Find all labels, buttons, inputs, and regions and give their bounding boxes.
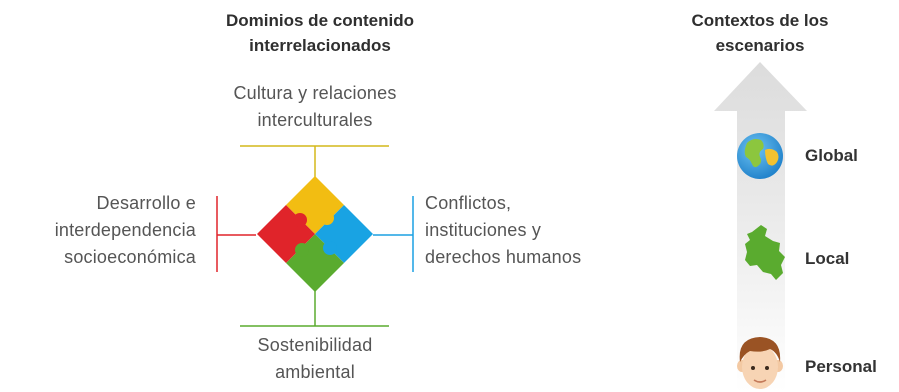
- right-heading-line1: Contextos de los: [691, 11, 829, 30]
- domain-right-line3: derechos humanos: [425, 247, 582, 267]
- left-heading: Dominios de contenido interrelacionados: [175, 8, 465, 58]
- domain-left-line3: socioeconómica: [64, 247, 196, 267]
- domain-top-line1: Cultura y relaciones: [233, 83, 397, 103]
- globe-icon: [737, 133, 783, 179]
- country-map-icon: [745, 225, 785, 280]
- domain-top-label: Cultura y relaciones interculturales: [175, 80, 455, 134]
- domain-bottom-line2: ambiental: [275, 362, 355, 382]
- left-heading-line2: interrelacionados: [249, 36, 391, 55]
- domain-top-line2: interculturales: [257, 110, 373, 130]
- right-heading: Contextos de los escenarios: [660, 8, 860, 58]
- right-heading-line2: escenarios: [715, 36, 805, 55]
- domain-left-label: Desarrollo e interdependencia socioeconó…: [0, 190, 196, 271]
- left-heading-line1: Dominios de contenido: [226, 11, 414, 30]
- context-personal-label: Personal: [805, 357, 877, 376]
- left-connector: [216, 196, 256, 272]
- domain-bottom-line1: Sostenibilidad: [257, 335, 373, 355]
- domain-right-label: Conflictos, instituciones y derechos hum…: [425, 190, 635, 271]
- bottom-connector: [240, 290, 389, 327]
- domain-left-line2: interdependencia: [54, 220, 196, 240]
- person-face-icon: [737, 337, 783, 389]
- domain-bottom-label: Sostenibilidad ambiental: [175, 332, 455, 386]
- context-local-label: Local: [805, 249, 850, 268]
- puzzle-icon: [257, 176, 373, 292]
- domain-right-line2: instituciones y: [425, 220, 542, 240]
- domain-right-line1: Conflictos,: [425, 193, 512, 213]
- context-global-label: Global: [805, 146, 858, 165]
- right-connector: [373, 196, 414, 272]
- domain-left-line1: Desarrollo e: [96, 193, 196, 213]
